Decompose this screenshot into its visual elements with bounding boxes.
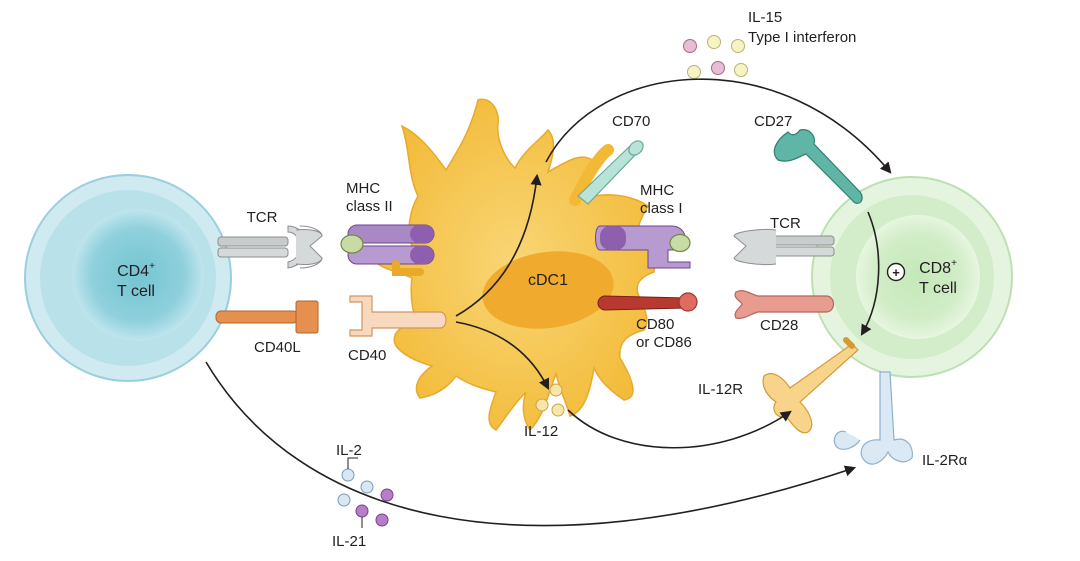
il2ra-label: IL-2Rα xyxy=(922,452,968,469)
mhc2-label-line1: MHC xyxy=(346,180,380,197)
cd27-receptor xyxy=(773,129,863,204)
peptide-antigen-i xyxy=(669,233,691,253)
il12-label: IL-12 xyxy=(524,423,558,440)
cd40-label: CD40 xyxy=(348,347,386,364)
il2ra-receptor xyxy=(833,371,913,465)
cd80-label-line2: or CD86 xyxy=(636,334,692,351)
cd80-label-line1: CD80 xyxy=(636,316,674,333)
cdc1-label: cDC1 xyxy=(528,272,568,289)
peptide-antigen xyxy=(340,234,364,254)
cd27-label: CD27 xyxy=(754,113,792,130)
tcr-right-label: TCR xyxy=(770,215,801,232)
mhc-class-ii xyxy=(340,224,435,276)
cd80-cd86-ligand xyxy=(597,292,698,312)
cd8-label: CD8+ xyxy=(919,258,957,277)
cd4-label-line2: T cell xyxy=(117,283,155,300)
cd28-receptor xyxy=(734,290,835,319)
il2-label: IL-2 xyxy=(336,442,362,459)
cd40-receptor xyxy=(349,295,447,337)
cd4-t-cell: CD4+ T cell xyxy=(24,174,232,382)
cdc1-dendritic-cell: cDC1 xyxy=(377,98,656,432)
arrow-ifn-to-cd8 xyxy=(545,78,892,174)
cd28-label: CD28 xyxy=(760,317,798,334)
arrow-cd40-up xyxy=(455,173,542,317)
arrow-il12-to-il12r xyxy=(567,409,792,449)
dc-nucleus xyxy=(482,251,614,329)
il12-cytokines xyxy=(535,383,565,417)
il15-label: IL-15 xyxy=(748,9,782,26)
tcr-right xyxy=(733,229,835,265)
arrow-to-il12r xyxy=(860,211,880,336)
mhc2-label-line2: class II xyxy=(346,198,393,215)
cd40l-label: CD40L xyxy=(254,339,301,356)
cd8-t-cell: CD8+ T cell + xyxy=(811,176,1013,378)
signal-arrows xyxy=(205,78,892,527)
cd8-label-line2: T cell xyxy=(919,280,957,297)
il21-label: IL-21 xyxy=(332,533,366,550)
mhc1-label-line1: MHC xyxy=(640,182,674,199)
arrow-cd40-il12 xyxy=(455,321,550,391)
plus-symbol xyxy=(886,262,906,282)
il15-ifn-cytokines xyxy=(683,35,748,79)
svg-text:+: + xyxy=(892,265,900,280)
cd40l-ligand xyxy=(215,300,319,334)
tcr-left xyxy=(217,225,323,269)
cd70-ligand xyxy=(577,140,644,205)
il2-il21-cytokines xyxy=(337,457,394,528)
arrow-cd4-to-il2ra xyxy=(205,361,857,527)
il12r-label: IL-12R xyxy=(698,381,743,398)
mhc1-label-line2: class I xyxy=(640,200,683,217)
il12r-receptor xyxy=(762,337,859,434)
cd70-label: CD70 xyxy=(612,113,650,130)
cd4-label: CD4+ xyxy=(117,261,155,280)
tcr-left-label: TCR xyxy=(247,209,278,226)
type1-ifn-label: Type I interferon xyxy=(748,29,856,46)
mhc-class-i xyxy=(595,225,691,269)
